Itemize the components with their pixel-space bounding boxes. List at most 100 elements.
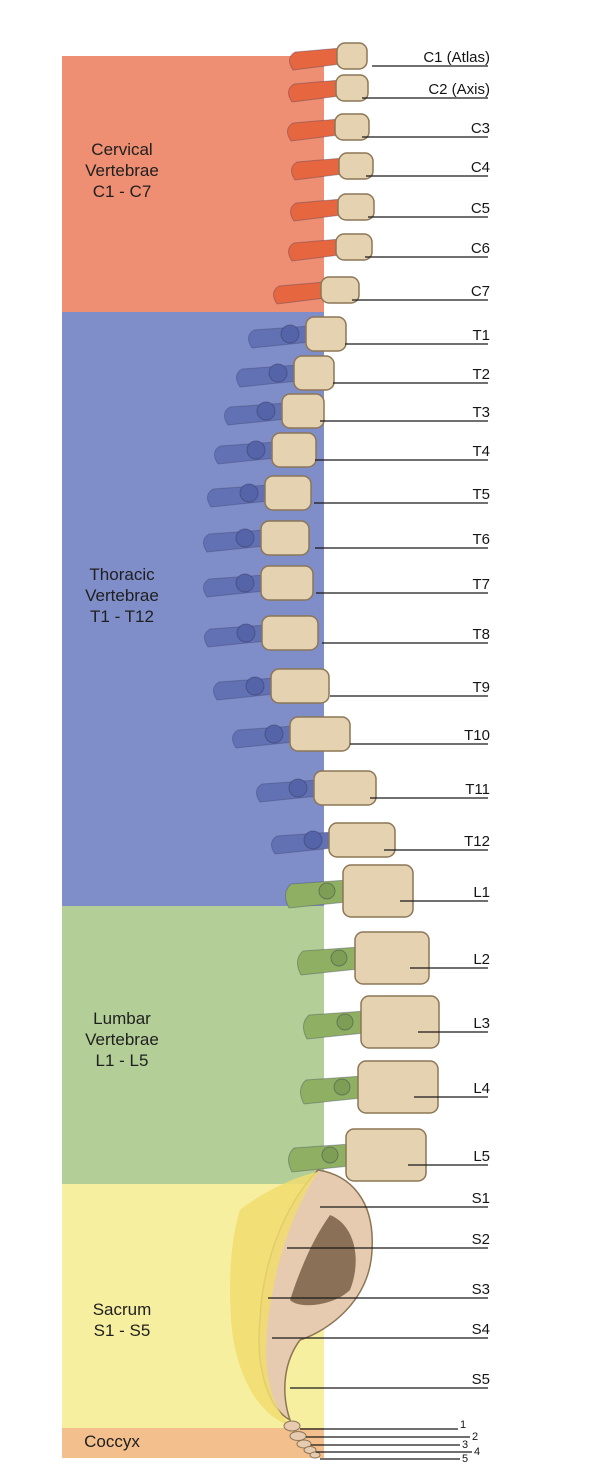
vertebra-label-t10: T10 xyxy=(464,727,490,744)
vertebra-labels: C1 (Atlas)C2 (Axis)C3C4C5C6C7T1T2T3T4T5T… xyxy=(423,49,490,1388)
vertebra-label-c7: C7 xyxy=(471,283,490,300)
vertebral-body-c7 xyxy=(320,276,360,304)
vertebra-label-l2: L2 xyxy=(473,951,490,968)
vertebra-label-s1: S1 xyxy=(472,1190,490,1207)
sacrum-bone xyxy=(230,1169,373,1425)
vertebra-label-t12: T12 xyxy=(464,833,490,850)
facet-l5 xyxy=(321,1146,339,1164)
vertebral-body-t9 xyxy=(270,668,330,704)
vertebra-label-s2: S2 xyxy=(472,1231,490,1248)
vertebra-label-l3: L3 xyxy=(473,1015,490,1032)
region-label-thoracic: Thoracic Vertebrae T1 - T12 xyxy=(85,565,159,626)
vertebral-body-c5 xyxy=(337,193,375,221)
vertebral-body-t10 xyxy=(289,716,351,752)
posterior-process-c6 xyxy=(288,238,341,262)
vertebra-label-l4: L4 xyxy=(473,1080,490,1097)
vertebral-body-l3 xyxy=(360,995,440,1049)
region-coccyx-band xyxy=(62,1428,324,1458)
vertebral-body-l4 xyxy=(357,1060,439,1114)
vertebra-label-l5: L5 xyxy=(473,1148,490,1165)
facet-t6 xyxy=(235,528,255,548)
facet-t1 xyxy=(280,324,300,344)
vertebra-label-c3: C3 xyxy=(471,120,490,137)
facet-l2 xyxy=(330,949,348,967)
region-lumbar-band xyxy=(62,906,324,1184)
posterior-process-l3 xyxy=(303,1010,366,1040)
vertebra-label-c6: C6 xyxy=(471,240,490,257)
facet-t11 xyxy=(288,778,308,798)
vertebral-body-t6 xyxy=(260,520,310,556)
vertebra-label-t5: T5 xyxy=(472,486,490,503)
vertebra-label-c4: C4 xyxy=(471,159,490,176)
posterior-process-c4 xyxy=(291,157,344,181)
vertebra-label-c2: C2 (Axis) xyxy=(428,81,490,98)
vertebra-label-s3: S3 xyxy=(472,1281,490,1298)
vertebra-label-s5: S5 xyxy=(472,1371,490,1388)
posterior-process-l1 xyxy=(285,879,348,909)
coccyx-segment-label-2: 2 xyxy=(472,1431,478,1443)
vertebral-body-c2 xyxy=(335,74,369,102)
coccyx-segment-label-3: 3 xyxy=(462,1439,468,1451)
vertebra-label-t9: T9 xyxy=(472,679,490,696)
vertebral-body-t11 xyxy=(313,770,377,806)
facet-t8 xyxy=(236,623,256,643)
coccyx-segment-label-4: 4 xyxy=(474,1446,480,1458)
posterior-process-c7 xyxy=(273,281,326,305)
vertebra-label-s4: S4 xyxy=(472,1321,490,1338)
region-label-cervical: Cervical Vertebrae C1 - C7 xyxy=(85,140,159,201)
vertebra-label-t11: T11 xyxy=(465,781,490,798)
region-label-lumbar: Lumbar Vertebrae L1 - L5 xyxy=(85,1009,159,1070)
region-label-sacrum: Sacrum S1 - S5 xyxy=(92,1300,152,1340)
coccyx-bone xyxy=(283,1420,321,1459)
vertebra-label-c5: C5 xyxy=(471,200,490,217)
posterior-process-t11 xyxy=(256,779,319,803)
vertebral-bodies xyxy=(260,42,440,1182)
posterior-process-c5 xyxy=(290,198,343,222)
facet-l1 xyxy=(318,882,336,900)
posterior-process-l5 xyxy=(288,1143,351,1173)
vertebral-body-c6 xyxy=(335,233,373,261)
vertebral-body-c4 xyxy=(338,152,374,180)
facet-l3 xyxy=(336,1013,354,1031)
posterior-process-c2 xyxy=(288,79,341,103)
posterior-process-t1 xyxy=(248,325,311,349)
vertebral-body-t3 xyxy=(281,393,325,429)
posterior-process-t5 xyxy=(207,484,270,508)
vertebral-body-c1 xyxy=(336,42,368,70)
posterior-process-t10 xyxy=(232,725,295,749)
posterior-process-l4 xyxy=(300,1075,363,1105)
vertebral-body-t2 xyxy=(293,355,335,391)
posterior-process-t4 xyxy=(214,441,277,465)
vertebral-body-t12 xyxy=(328,822,396,858)
vertebra-label-t2: T2 xyxy=(472,366,490,383)
vertebral-body-t7 xyxy=(260,565,314,601)
region-label-coccyx: Coccyx xyxy=(84,1432,140,1451)
vertebra-label-t8: T8 xyxy=(472,626,490,643)
posterior-process-l2 xyxy=(297,946,360,976)
facet-t10 xyxy=(264,724,284,744)
vertebra-label-t1: T1 xyxy=(472,327,490,344)
facet-t2 xyxy=(268,363,288,383)
region-cervical-band xyxy=(62,56,324,312)
facet-t12 xyxy=(303,830,323,850)
spinous-processes xyxy=(203,47,366,1173)
posterior-process-t9 xyxy=(213,677,276,701)
vertebral-body-l5 xyxy=(345,1128,427,1182)
vertebral-body-l1 xyxy=(342,864,414,918)
vertebra-label-t6: T6 xyxy=(472,531,490,548)
posterior-process-t8 xyxy=(204,624,267,648)
vertebral-body-t4 xyxy=(271,432,317,468)
posterior-process-t3 xyxy=(224,402,287,426)
vertebra-label-t7: T7 xyxy=(472,576,490,593)
vertebra-label-t3: T3 xyxy=(472,404,490,421)
posterior-process-t12 xyxy=(271,831,334,855)
facet-t4 xyxy=(246,440,266,460)
facet-t5 xyxy=(239,483,259,503)
vertebra-label-c1: C1 (Atlas) xyxy=(423,49,490,66)
vertebral-body-t1 xyxy=(305,316,347,352)
posterior-process-c3 xyxy=(287,118,340,142)
vertebral-body-t8 xyxy=(261,615,319,651)
